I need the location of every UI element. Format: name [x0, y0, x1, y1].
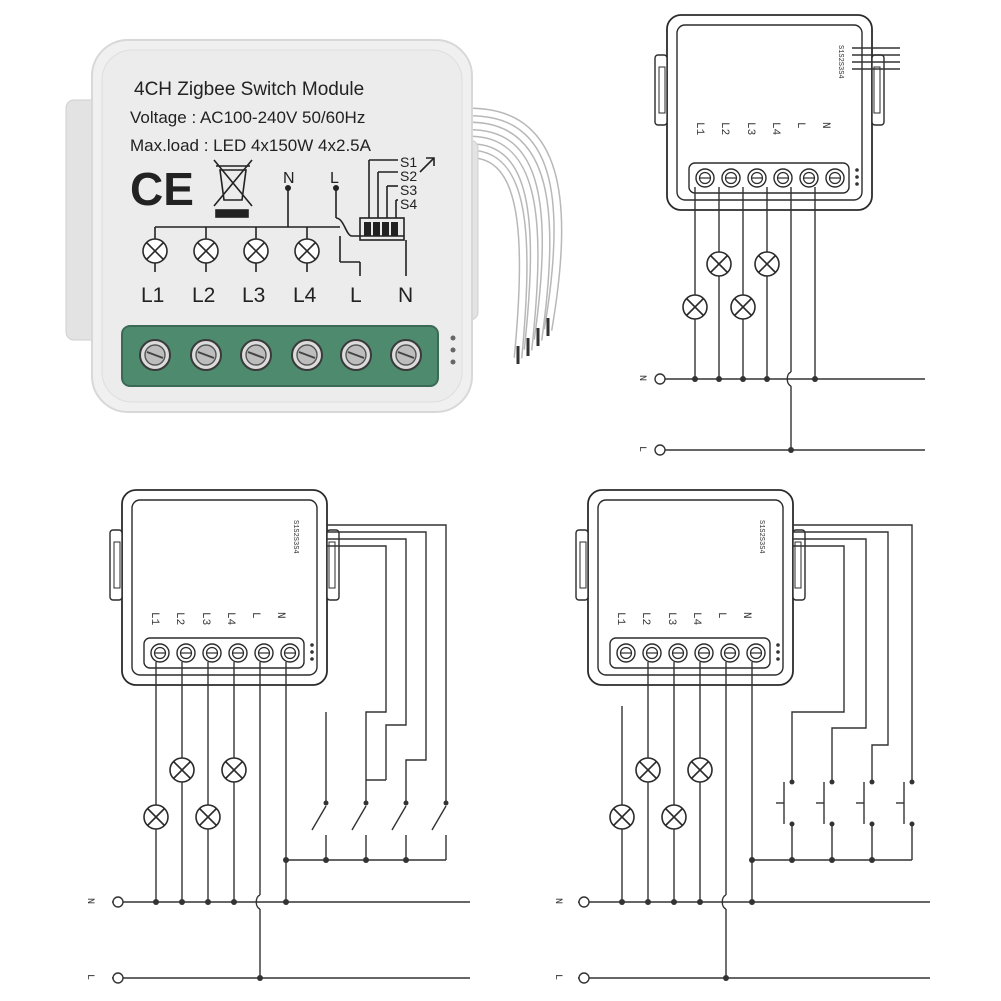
max-load-spec: Max.load : LED 4x150W 4x2.5A — [130, 136, 372, 155]
label-schematic — [154, 157, 435, 270]
terminal-label-l3: L3 — [242, 284, 265, 307]
diagram-switch-wiring: L1 L2 L3 L4 L N — [84, 490, 470, 984]
label-n: N — [283, 170, 295, 187]
neutral-line-label: N — [636, 375, 647, 381]
lamp-icon — [195, 804, 221, 830]
lamp-icon — [730, 294, 756, 320]
module-label-l3: L3 — [199, 612, 211, 625]
module-label-l4: L4 — [690, 612, 702, 626]
module-label-l2: L2 — [718, 122, 730, 135]
live-line-label: L — [636, 446, 647, 452]
lamp-icon — [221, 757, 247, 783]
module-label-l2: L2 — [173, 612, 185, 625]
lamp-icon — [609, 804, 635, 830]
module-label-n: N — [819, 122, 831, 129]
label-s3: S3 — [400, 182, 417, 198]
module-label-l1: L1 — [614, 612, 626, 626]
lamp-icon — [294, 238, 320, 264]
signal-wires — [469, 107, 563, 364]
terminal-label-l1: L1 — [141, 284, 164, 307]
voltage-spec: Voltage : AC100-240V 50/60Hz — [130, 108, 365, 127]
label-l: L — [330, 170, 339, 187]
lamp-icon — [706, 251, 732, 277]
module-label-l3: L3 — [744, 122, 756, 135]
terminal-label-l2: L2 — [192, 284, 215, 307]
lamp-icon — [635, 757, 661, 783]
module-label-l4: L4 — [224, 612, 236, 626]
module-label-l: L — [249, 612, 261, 619]
terminal-label-l: L — [350, 284, 362, 307]
module-label-l3: L3 — [665, 612, 677, 625]
module-label-l1: L1 — [148, 612, 160, 626]
ce-mark: CE — [130, 163, 194, 215]
lamp-icon — [142, 238, 168, 264]
terminal-label-n: N — [398, 284, 413, 307]
neutral-line-label: N — [552, 898, 563, 904]
module-label-n: N — [740, 612, 752, 619]
module-label-n: N — [274, 612, 286, 619]
lamp-icon — [143, 804, 169, 830]
push-buttons — [776, 770, 913, 836]
lamp-icon — [243, 238, 269, 264]
weee-bin-icon — [213, 159, 253, 218]
product-title: 4CH Zigbee Switch Module — [134, 79, 364, 100]
neutral-line-label: N — [84, 898, 95, 904]
lamp-icon — [754, 251, 780, 277]
module-label-l2: L2 — [639, 612, 651, 625]
terminal-label-l4: L4 — [293, 284, 317, 307]
diagram-basic-wiring: L1 L2 L3 L4 L N N — [636, 15, 925, 456]
lamp-icon — [682, 294, 708, 320]
live-line-label: L — [84, 974, 95, 980]
lamp-icon — [169, 757, 195, 783]
live-line-label: L — [552, 974, 563, 980]
lamp-icon — [687, 757, 713, 783]
label-s2: S2 — [400, 168, 417, 184]
module-label-l1: L1 — [693, 122, 705, 136]
diagram-pushbutton-wiring: L1 L2 L3 L4 L N — [552, 490, 930, 984]
lamp-icon — [193, 238, 219, 264]
lamp-icon — [661, 804, 687, 830]
label-s1: S1 — [400, 154, 417, 170]
module-label-l: L — [794, 122, 806, 129]
module-label-l4: L4 — [769, 122, 781, 136]
label-s4: S4 — [400, 196, 417, 212]
product-photo: 4CH Zigbee Switch Module Voltage : AC100… — [65, 39, 563, 413]
module-label-l: L — [715, 612, 727, 619]
